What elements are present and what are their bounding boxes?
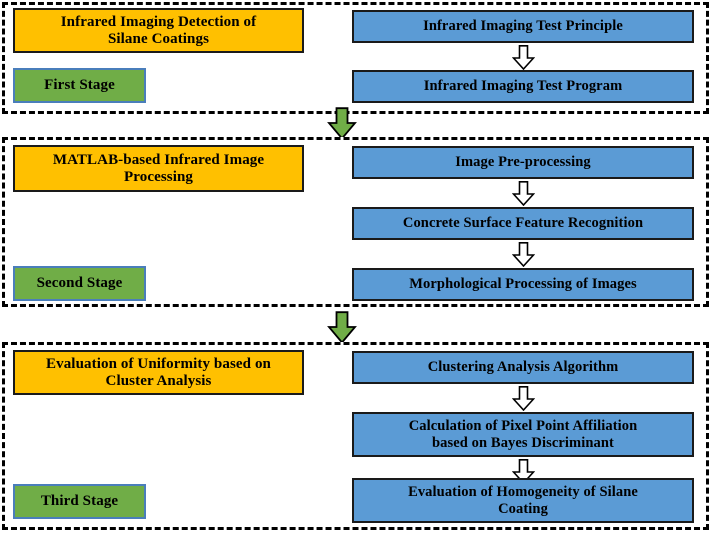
- stage-title-line-2: Silane Coatings: [107, 30, 210, 47]
- step-box-concrete-surface-feature-recognition: Concrete Surface Feature Recognition: [352, 207, 694, 240]
- step-label-line-1: Calculation of Pixel Point Affiliation: [408, 418, 638, 435]
- step-box-clustering-analysis-algorithm: Clustering Analysis Algorithm: [352, 351, 694, 384]
- step-label-line-2: based on Bayes Discriminant: [432, 434, 614, 451]
- step-label-clustering-analysis-algorithm: Clustering Analysis Algorithm: [427, 359, 619, 376]
- stage-title-line-1: Evaluation of Uniformity based on: [46, 355, 271, 372]
- stage-label-box-third: Third Stage: [13, 484, 146, 519]
- stage-label-text-second: Second Stage: [36, 275, 123, 292]
- stage-title-box-first: Infrared Imaging Detection of Silane Coa…: [13, 8, 304, 53]
- stage-title-box-second: MATLAB-based Infrared Image Processing: [13, 145, 304, 192]
- step-label-line-2: Coating: [498, 500, 548, 517]
- step-box-infrared-imaging-test-principle: Infrared Imaging Test Principle: [352, 10, 694, 43]
- step-box-calculation-of-pixel-point-affiliation: Calculation of Pixel Point Affiliation b…: [352, 412, 694, 457]
- step-label-image-pre-processing: Image Pre-processing: [455, 154, 591, 171]
- down-arrow-icon-step-3-1-to-3-2: [512, 386, 535, 411]
- stage-title-line-2: Processing: [123, 168, 194, 185]
- down-arrow-icon-step-1-1-to-1-2: [512, 45, 535, 70]
- stage-title-text-second: MATLAB-based Infrared Image Processing: [53, 152, 264, 186]
- step-box-morphological-processing-of-images: Morphological Processing of Images: [352, 268, 694, 301]
- step-label-infrared-imaging-test-program: Infrared Imaging Test Program: [423, 78, 623, 95]
- step-label-morphological-processing-of-images: Morphological Processing of Images: [409, 276, 637, 293]
- down-arrow-icon-stage-1-to-stage-2: [327, 107, 357, 140]
- stage-title-text-third: Evaluation of Uniformity based on Cluste…: [46, 356, 271, 390]
- step-box-infrared-imaging-test-program: Infrared Imaging Test Program: [352, 70, 694, 103]
- stage-title-line-2: Cluster Analysis: [105, 372, 212, 389]
- step-label-infrared-imaging-test-principle: Infrared Imaging Test Principle: [423, 18, 623, 35]
- stage-label-text-first: First Stage: [44, 77, 115, 94]
- stage-title-box-third: Evaluation of Uniformity based on Cluste…: [13, 350, 304, 395]
- stage-label-text-third: Third Stage: [40, 493, 119, 510]
- stage-title-line-1: MATLAB-based Infrared Image: [52, 151, 265, 168]
- step-label-evaluation-of-homogeneity-of-silane-coating: Evaluation of Homogeneity of Silane Coat…: [408, 484, 638, 516]
- down-arrow-icon-step-2-2-to-2-3: [512, 242, 535, 267]
- down-arrow-icon-step-2-1-to-2-2: [512, 181, 535, 206]
- down-arrow-icon-stage-2-to-stage-3: [327, 311, 357, 344]
- step-label-concrete-surface-feature-recognition: Concrete Surface Feature Recognition: [402, 215, 644, 232]
- step-label-line-1: Evaluation of Homogeneity of Silane: [408, 484, 638, 501]
- stage-label-box-first: First Stage: [13, 68, 146, 103]
- stage-title-text-first: Infrared Imaging Detection of Silane Coa…: [61, 14, 257, 48]
- step-box-image-pre-processing: Image Pre-processing: [352, 146, 694, 179]
- stage-title-line-1: Infrared Imaging Detection of: [60, 13, 257, 30]
- step-label-calculation-of-pixel-point-affiliation: Calculation of Pixel Point Affiliation b…: [409, 418, 638, 450]
- down-arrow-icon-step-3-2-to-3-3: [512, 459, 535, 484]
- step-box-evaluation-of-homogeneity-of-silane-coating: Evaluation of Homogeneity of Silane Coat…: [352, 478, 694, 523]
- stage-label-box-second: Second Stage: [13, 266, 146, 301]
